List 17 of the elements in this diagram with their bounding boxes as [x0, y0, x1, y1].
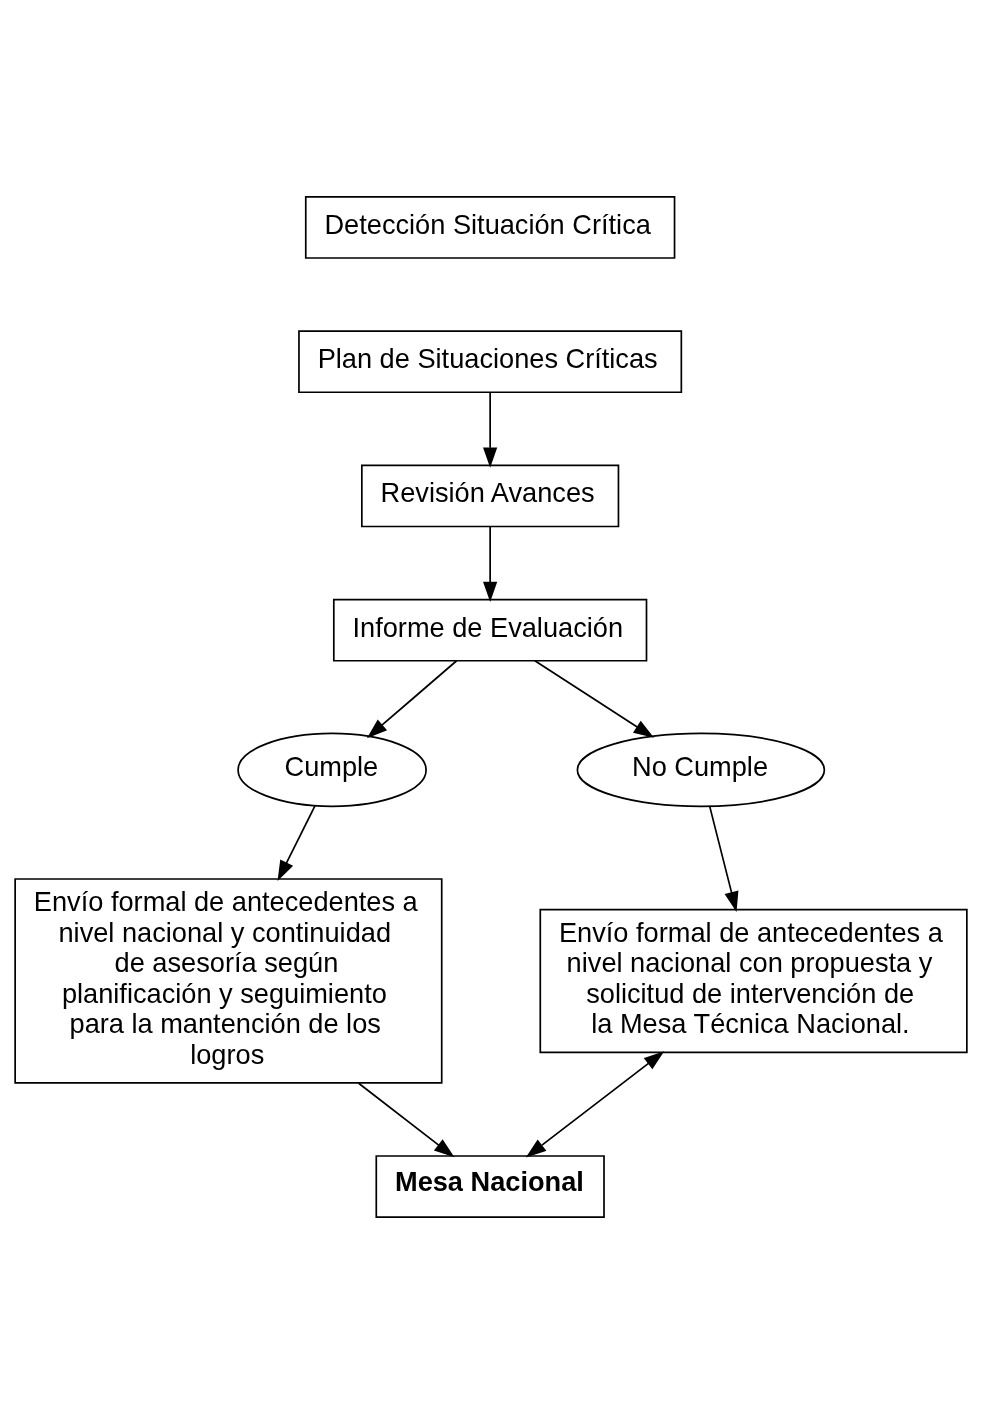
- arrow: [277, 804, 317, 881]
- node-box: Plan de Situaciones Críticas: [298, 330, 683, 394]
- node-box: Detección Situación Crítica: [304, 195, 676, 259]
- node-box: Envío formal de antecedentes a nivel nacional y continuidad de asesoría según planificación y seguimiento para la mantención de los logros: [14, 878, 443, 1084]
- node-ellipse: No Cumple: [576, 732, 826, 808]
- node-box: Mesa Nacional: [375, 1155, 605, 1219]
- arrow: [534, 659, 654, 738]
- arrow: [483, 525, 498, 603]
- node-box: Informe de Evaluación: [332, 598, 648, 662]
- node-ellipse: Cumple: [237, 732, 427, 808]
- arrow: [366, 659, 458, 739]
- node-box: Revisión Avances: [361, 464, 620, 528]
- node-box: Envío formal de antecedentes a nivel nacional con propuesta y solicitud de intervención de la Mesa Técnica Nacional.: [539, 908, 968, 1054]
- arrow: [357, 1082, 455, 1158]
- arrow: [525, 1051, 665, 1158]
- arrow: [708, 805, 739, 913]
- arrow: [483, 391, 498, 468]
